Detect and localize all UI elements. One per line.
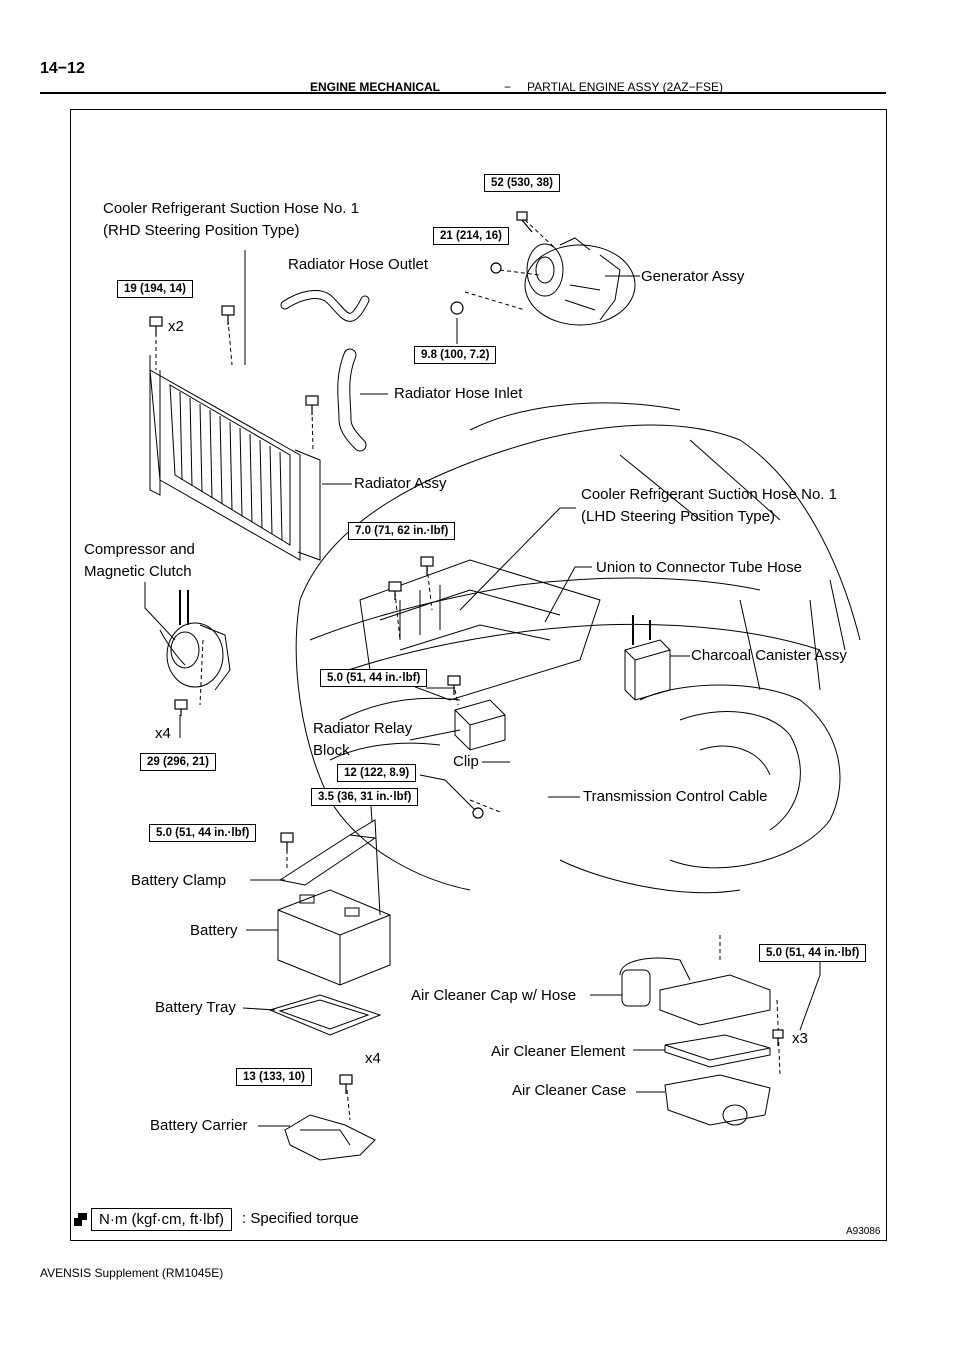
label-cooler-hose-rhd-type: (RHD Steering Position Type)	[103, 222, 300, 239]
leader-lines	[144, 250, 821, 1127]
label-x3: x3	[792, 1030, 808, 1047]
bolt-icon	[472, 807, 484, 819]
air-cleaner-element-drawing	[664, 1034, 771, 1068]
bolt-icons	[149, 211, 784, 1094]
label-radiator-hose-inlet: Radiator Hose Inlet	[394, 385, 523, 402]
torque-box: 5.0 (51, 44 in.·lbf)	[759, 944, 867, 962]
torque-box: 52 (530, 38)	[484, 174, 561, 192]
diagram-frame	[70, 109, 887, 1241]
bolt-icon	[339, 1074, 353, 1094]
label-transmission-cable: Transmission Control Cable	[583, 788, 768, 805]
label-union-tube-hose: Union to Connector Tube Hose	[596, 559, 802, 576]
label-cooler-hose-rhd: Cooler Refrigerant Suction Hose No. 1	[103, 200, 359, 217]
legend-torque-units: N·m (kgf·cm, ft·lbf)	[91, 1208, 232, 1231]
figure-id: A93086	[846, 1226, 881, 1237]
radiator-drawing	[149, 355, 321, 561]
bolt-icon	[490, 262, 502, 274]
label-x4-compressor: x4	[155, 725, 171, 742]
torque-box: 7.0 (71, 62 in.·lbf)	[348, 522, 456, 540]
bolt-icon	[280, 832, 294, 852]
bolt-icon	[174, 699, 188, 716]
label-radiator-assy: Radiator Assy	[354, 475, 447, 492]
torque-box: 5.0 (51, 44 in.·lbf)	[320, 669, 428, 687]
bolt-icon	[450, 301, 464, 315]
label-compressor: Compressor and	[84, 541, 195, 558]
label-battery: Battery	[190, 922, 238, 939]
generator-drawing	[524, 237, 636, 326]
torque-box: 3.5 (36, 31 in.·lbf)	[311, 788, 419, 806]
label-generator-assy: Generator Assy	[641, 268, 745, 285]
torque-box: 12 (122, 8.9)	[337, 764, 417, 782]
header-separator: −	[504, 80, 512, 94]
page-header: ENGINE MECHANICAL − PARTIAL ENGINE ASSY …	[40, 80, 886, 94]
legend-specified-torque: : Specified torque	[242, 1210, 359, 1227]
compressor-drawing	[159, 590, 231, 691]
bolt-icon	[388, 581, 402, 600]
label-air-cleaner-case: Air Cleaner Case	[512, 1082, 627, 1099]
torque-box: 21 (214, 16)	[433, 227, 510, 245]
label-cooler-hose-lhd-type: (LHD Steering Position Type)	[581, 508, 775, 525]
battery-tray-drawing	[268, 994, 382, 1036]
battery-carrier-drawing	[284, 1114, 376, 1161]
battery-drawing	[277, 889, 391, 986]
radiator-relay-block-drawing	[454, 699, 506, 751]
label-charcoal-canister: Charcoal Canister Assy	[691, 647, 847, 664]
torque-box: 5.0 (51, 44 in.·lbf)	[149, 824, 257, 842]
air-cleaner-cap-drawing	[619, 957, 771, 1026]
label-clip: Clip	[453, 753, 479, 770]
bolt-icon	[516, 211, 533, 233]
section-subtitle: PARTIAL ENGINE ASSY (2AZ−FSE)	[527, 80, 723, 94]
label-battery-clamp: Battery Clamp	[131, 872, 227, 889]
charcoal-canister-drawing	[624, 615, 671, 701]
label-relay-block: Block	[313, 742, 350, 759]
bolt-icon	[772, 1029, 784, 1046]
page-footer: AVENSIS Supplement (RM1045E)	[40, 1266, 224, 1280]
torque-box: 13 (133, 10)	[236, 1068, 313, 1086]
torque-box: 29 (296, 21)	[140, 753, 217, 771]
battery-clamp-drawing	[278, 834, 377, 886]
torque-box: 19 (194, 14)	[117, 280, 194, 298]
label-radiator-hose-outlet: Radiator Hose Outlet	[288, 256, 429, 273]
torque-box: 9.8 (100, 7.2)	[414, 346, 497, 364]
page-number: 14−12	[40, 60, 85, 77]
label-air-cleaner-element: Air Cleaner Element	[491, 1043, 626, 1060]
bolt-icon	[221, 305, 235, 325]
section-title: ENGINE MECHANICAL	[310, 80, 441, 94]
label-battery-tray: Battery Tray	[155, 999, 236, 1016]
label-x4-carrier: x4	[365, 1050, 381, 1067]
bolt-icon	[420, 556, 434, 575]
label-magnetic-clutch: Magnetic Clutch	[84, 563, 192, 580]
label-radiator-relay: Radiator Relay	[313, 720, 413, 737]
label-battery-carrier: Battery Carrier	[150, 1117, 248, 1134]
torque-wrench-icon	[74, 1213, 87, 1226]
label-air-cleaner-cap: Air Cleaner Cap w/ Hose	[411, 987, 577, 1004]
bolt-icon	[305, 395, 319, 415]
air-cleaner-case-drawing	[664, 1074, 771, 1126]
label-x2: x2	[168, 318, 184, 335]
bolt-icon	[447, 675, 461, 695]
bolt-icon	[149, 316, 163, 336]
label-cooler-hose-lhd: Cooler Refrigerant Suction Hose No. 1	[581, 486, 837, 503]
